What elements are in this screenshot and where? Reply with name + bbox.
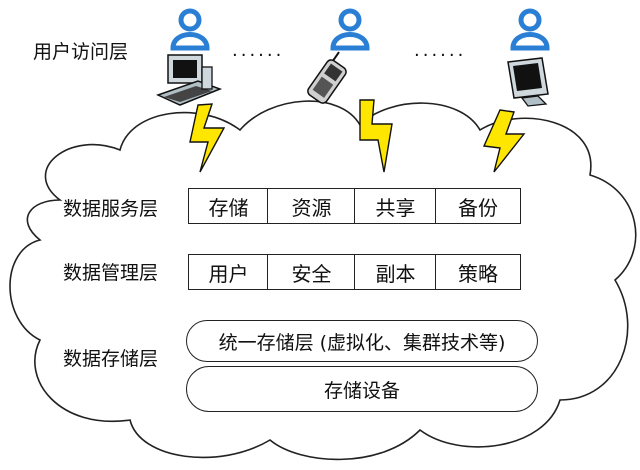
ellipsis-left: ...... (232, 40, 285, 61)
user-icon (170, 8, 210, 51)
access-layer-label: 用户访问层 (33, 41, 129, 63)
service-cell-storage: 存储 (188, 188, 269, 224)
user-icon (510, 8, 550, 51)
service-cell-backup: 备份 (435, 188, 521, 224)
service-cell-sharing: 共享 (354, 188, 437, 224)
client-desktop (155, 8, 223, 106)
storage-devices: 存储设备 (186, 366, 538, 412)
management-cell-security: 安全 (267, 254, 356, 290)
ellipsis-right: ...... (414, 40, 467, 61)
management-cell-policy: 策略 (435, 254, 521, 290)
client-phone (307, 8, 370, 104)
service-layer-label: 数据服务层 (63, 198, 159, 220)
lightning-bolt-icon (359, 99, 393, 173)
client-monitor (507, 8, 550, 107)
management-layer-label: 数据管理层 (63, 262, 159, 284)
lightning-bolt-icon (482, 109, 526, 173)
mobile-phone-icon (307, 51, 347, 104)
lightning-bolt-icon (189, 103, 226, 173)
user-icon (330, 8, 370, 51)
unified-storage-layer: 统一存储层 (虚拟化、集群技术等) (186, 320, 538, 362)
storage-layer-label: 数据存储层 (63, 348, 159, 370)
service-cell-resource: 资源 (267, 188, 356, 224)
management-cell-replica: 副本 (354, 254, 437, 290)
desktop-computer-icon (155, 54, 223, 106)
management-cell-user: 用户 (188, 254, 269, 290)
monitor-icon (507, 57, 549, 107)
